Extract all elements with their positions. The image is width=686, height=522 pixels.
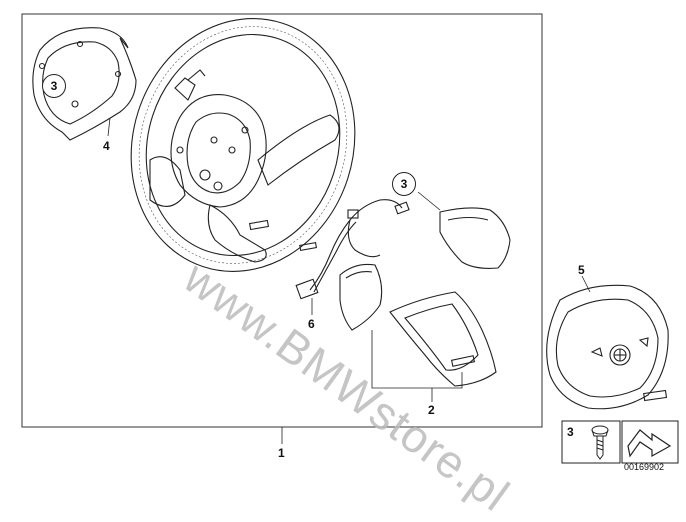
trim-center-part: [389, 291, 497, 387]
parts-diagram: [21, 13, 679, 464]
callout-3-center: 3: [392, 172, 416, 196]
callout-1: 1: [278, 446, 285, 460]
leader-bracket-2: [371, 330, 463, 389]
trim-left-part: [339, 263, 383, 331]
legend-screw-label: 3: [567, 425, 574, 439]
trim-right-part: [439, 207, 511, 269]
leader-line-4: [107, 117, 111, 137]
callout-6: 6: [308, 317, 315, 331]
steering-wheel: [130, 18, 356, 272]
callout-3-top-left: 3: [42, 74, 66, 98]
wiring-harness-part: [295, 199, 410, 300]
direction-arrow-icon: [627, 429, 672, 458]
callout-2: 2: [428, 403, 435, 417]
cover-ring-part: [32, 27, 137, 141]
screw-icon: [591, 425, 609, 460]
leader-line-5: [581, 275, 591, 293]
legend-screw-box: [561, 420, 621, 464]
callout-4: 4: [103, 139, 110, 153]
leader-line-3-center: [417, 191, 441, 211]
airbag-part: [546, 284, 669, 410]
document-number: 00169902: [624, 462, 665, 472]
callout-5: 5: [578, 263, 585, 277]
